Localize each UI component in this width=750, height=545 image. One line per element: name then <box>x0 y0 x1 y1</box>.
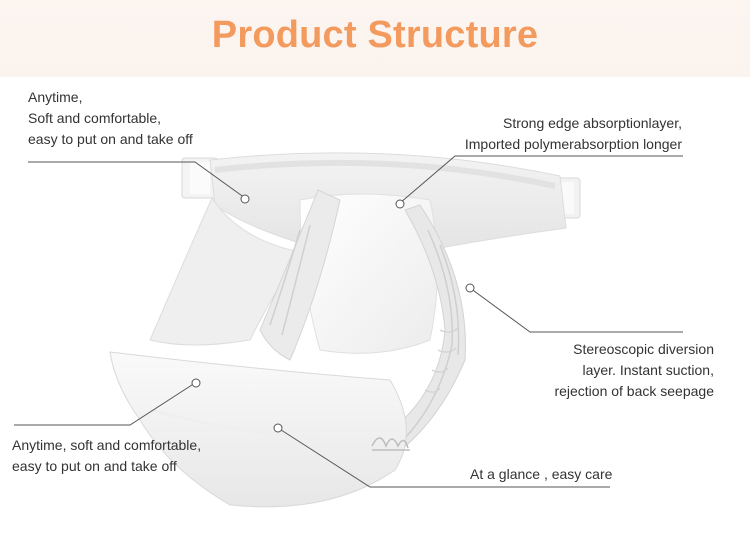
callout-bottom-left-line1: Anytime, soft and comfortable, <box>12 437 202 453</box>
callout-dots <box>191 194 475 433</box>
leader-bottom-left <box>14 382 196 426</box>
callout-bottom-right: At a glance , easy care <box>470 464 612 485</box>
page-title: Product Structure <box>211 14 539 56</box>
waist-elastic <box>214 159 556 189</box>
callout-top-right-line1: Strong edge absorptionlayer, <box>502 115 682 131</box>
leader-top-left <box>28 161 246 199</box>
callout-mid-right-line1: Stereoscopic diversion <box>573 341 714 357</box>
left-tab <box>181 157 219 199</box>
leader-lines <box>14 155 683 488</box>
dot-mid-right <box>465 283 475 293</box>
front-logo-mark <box>371 437 410 451</box>
callout-top-right-line2: Imported polymerabsorption longer <box>464 136 682 152</box>
leader-mid-right <box>469 287 683 333</box>
callout-bottom-left-line2: easy to put on and take off <box>12 458 177 474</box>
callout-top-right: Strong edge absorptionlayer, Imported po… <box>465 113 682 155</box>
callout-mid-right: Stereoscopic diversion layer. Instant su… <box>554 339 714 402</box>
title-banner <box>0 0 750 77</box>
front-panel <box>109 351 407 508</box>
leader-top-right <box>399 155 683 204</box>
leader-bottom-right <box>277 427 610 488</box>
left-wing <box>149 196 301 346</box>
callout-top-left: Anytime, Soft and comfortable, easy to p… <box>28 87 193 150</box>
callout-top-left-line1: Anytime, <box>28 89 83 105</box>
callout-top-left-line3: easy to put on and take off <box>28 131 193 147</box>
dot-bottom-left <box>191 378 201 388</box>
dot-top-right <box>395 199 405 209</box>
callout-top-left-line2: Soft and comfortable, <box>28 110 162 126</box>
callout-mid-right-line2: layer. Instant suction, <box>582 362 714 378</box>
dot-bottom-right <box>273 423 283 433</box>
callout-bottom-right-line1: At a glance , easy care <box>470 466 613 482</box>
callout-mid-right-line3: rejection of back seepage <box>554 383 714 399</box>
dot-top-left <box>240 194 250 204</box>
callout-bottom-left: Anytime, soft and comfortable, easy to p… <box>12 435 201 477</box>
